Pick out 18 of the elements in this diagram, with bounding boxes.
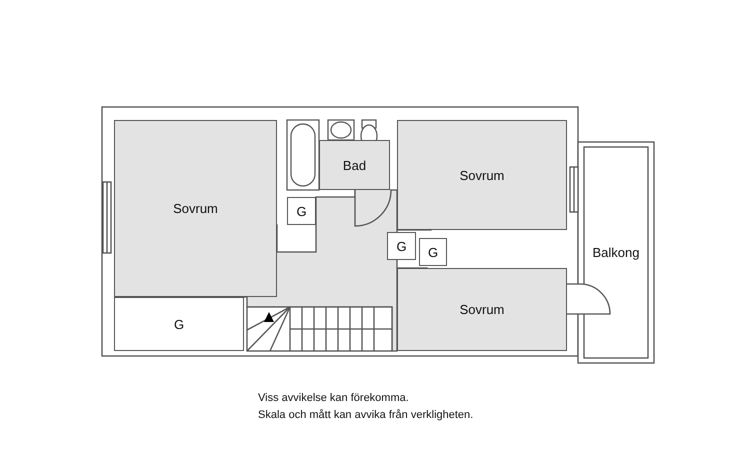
closet-label: G [428,244,438,260]
note-text: Viss avvikelse kan förekomma. [258,392,409,404]
closet [114,297,244,351]
closet-label: G [396,238,407,254]
closet-label: G [296,204,307,218]
room-label: Bad [342,158,366,172]
closet [387,232,416,260]
note-text: Skala och mått kan avvika från verkligheten. [258,409,474,421]
room-label: Balkong [592,245,640,260]
room [114,120,277,297]
room-label: Sovrum [460,168,504,182]
room-label: Sovrum [173,201,218,216]
room [397,120,567,230]
closet-label: G [174,316,184,332]
room-label: Sovrum [460,302,504,317]
room [397,268,567,351]
closet [287,197,316,225]
closet [419,238,447,266]
